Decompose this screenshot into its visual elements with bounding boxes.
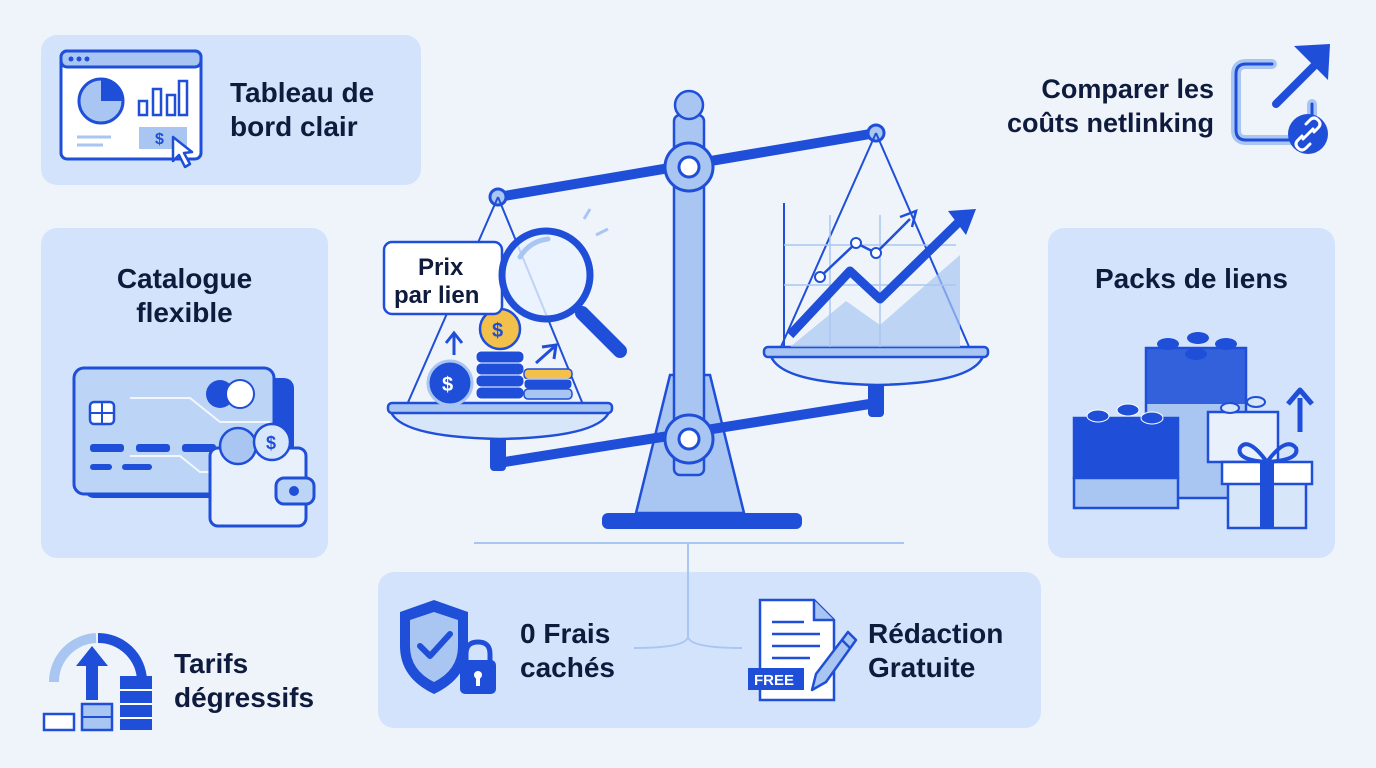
compare-label-line1: Comparer les: [1041, 74, 1214, 104]
coin-dollar-left: $: [442, 374, 453, 396]
dashboard-icon: $: [59, 49, 203, 169]
free-badge: FREE: [754, 672, 794, 689]
dashboard-label-line2: bord clair: [230, 111, 358, 142]
tiered-pricing-icon: [42, 632, 152, 732]
frais-label: 0 Frais cachés: [520, 617, 660, 685]
compare-label-line2: coûts netlinking: [1006, 108, 1214, 138]
packs-label: Packs de liens: [1094, 263, 1288, 294]
price-tag-line1: Prix: [418, 254, 464, 281]
balance-scale: $ $ Prix par lien: [382, 89, 990, 529]
dashboard-label-line1: Tableau de: [230, 77, 375, 108]
frais-label-line2: cachés: [520, 652, 615, 683]
connector-lines: [474, 542, 904, 649]
redaction-label-line1: Rédaction: [868, 618, 1004, 649]
catalogue-label-line1: Catalogue: [116, 263, 253, 294]
redaction-label: Rédaction Gratuite: [868, 617, 1038, 685]
price-tag-line2: par lien: [394, 282, 479, 309]
svg-text:$: $: [266, 433, 276, 453]
growth-chart-icon: [783, 203, 976, 347]
link-chain-icon: [1294, 116, 1322, 152]
tarifs-label: Tarifs dégressifs: [174, 647, 344, 715]
shield-lock-icon: [400, 600, 496, 694]
catalogue-label-line2: flexible: [136, 297, 233, 328]
coin-stack: $ $: [426, 307, 573, 407]
dashboard-label: Tableau de bord clair: [230, 76, 410, 144]
external-link-icon: [1231, 44, 1330, 154]
magnifier-icon: [498, 208, 627, 358]
frais-label-line1: 0 Frais: [520, 618, 611, 649]
tarifs-label-line2: dégressifs: [174, 682, 315, 713]
credit-card-wallet-icon: $: [72, 366, 316, 528]
document-pen-icon: FREE: [748, 598, 858, 702]
catalogue-label: Catalogue flexible: [41, 262, 328, 330]
compare-label: Comparer les coûts netlinking: [990, 72, 1214, 140]
dashboard-dollar: $: [155, 131, 164, 148]
redaction-label-line2: Gratuite: [868, 652, 976, 683]
coin-dollar-top: $: [492, 320, 503, 342]
tarifs-label-line1: Tarifs: [174, 648, 249, 679]
building-blocks-gift-icon: [1072, 332, 1314, 530]
